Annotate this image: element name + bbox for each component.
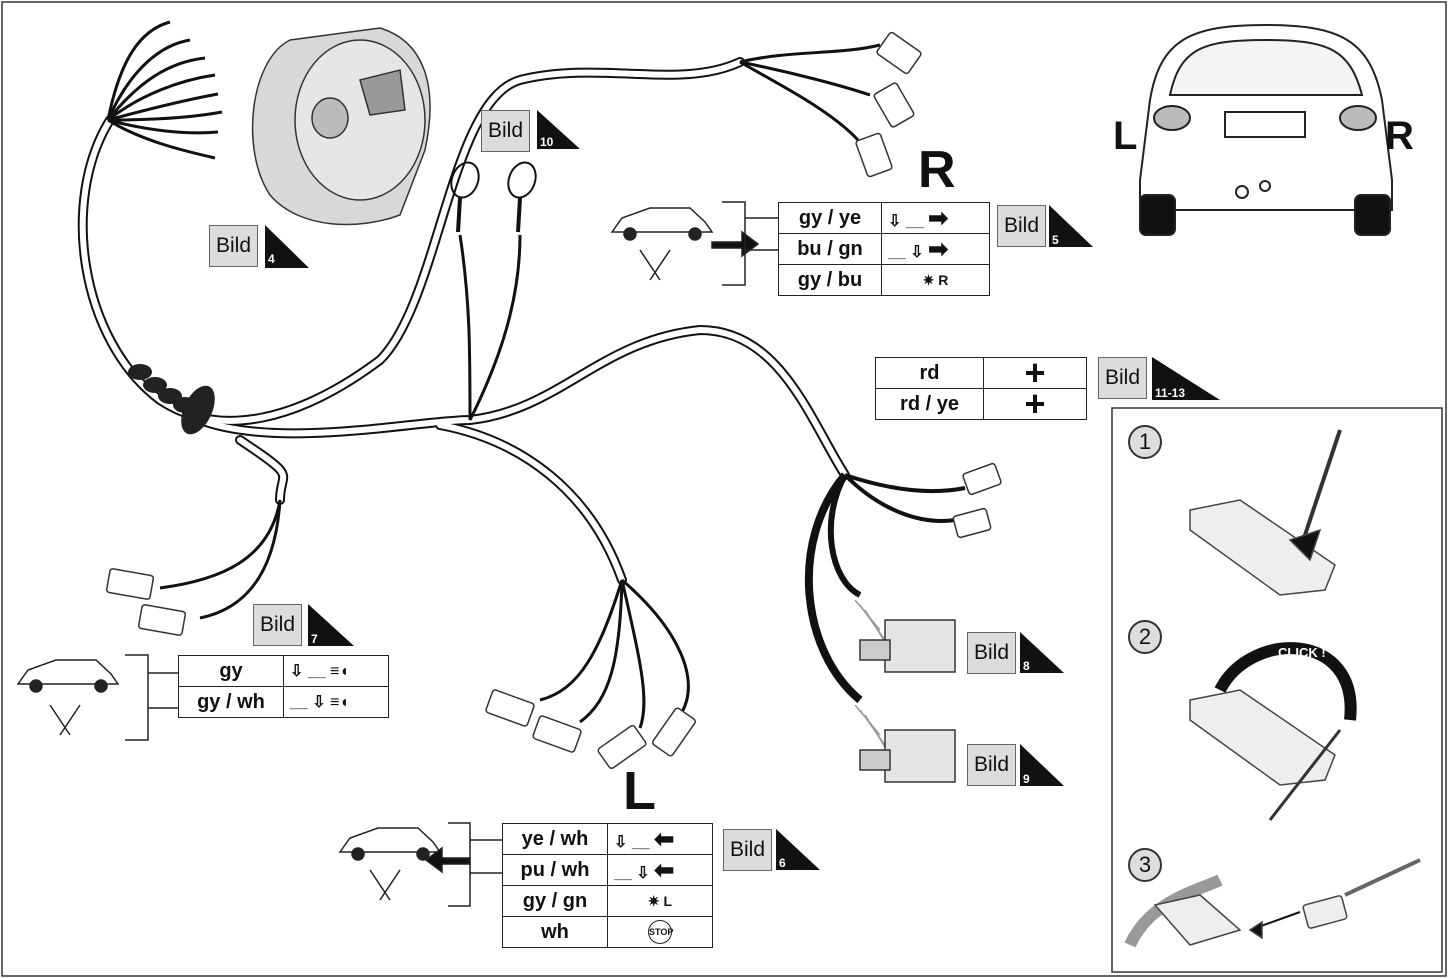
ground-ring-terminals [450,161,537,421]
connector-inset-box [1111,407,1443,973]
car-side-icon-fog [16,659,120,736]
connector-step-2 [1189,642,1357,821]
car-rear-view [1139,23,1393,236]
fog-wire-table: gy ⇩ __ ≡◖ gy / wh __ ⇩ ≡◖ [178,655,389,718]
table-row: rd / ye + [875,386,1087,422]
bild-number-4: 4 [268,252,275,266]
left-table-label: L [623,761,656,821]
plus-icon: + [983,355,1087,391]
step-number-1: 1 [1128,425,1162,459]
bild-label-7: Bild [253,604,303,646]
wire-color-cell: wh [502,916,608,948]
left-light-icon: ✷ L [607,885,713,917]
bild-number-5: 5 [1052,233,1059,247]
bild-number-11-13: 11-13 [1155,386,1186,400]
wire-color-cell: gy [178,655,284,687]
fog-light-icon: ⇩ __ ≡◖ [283,655,389,687]
plus-icon: + [983,386,1087,422]
wire-color-cell: gy / wh [178,686,284,718]
wire-color-cell: rd [875,357,984,389]
right-lower-branch [804,472,966,704]
multipin-connector-8 [854,599,956,673]
bild-number-10: 10 [540,135,554,149]
wire-color-cell: gy / ye [778,202,882,234]
table-row: bu / gn __ ⇩ ➡ [778,233,990,265]
bild-label-11-13: Bild [1098,357,1148,399]
wire-fan [106,20,223,160]
bild-number-6: 6 [779,856,786,870]
right-light-plugs [739,43,881,142]
table-row: gy / bu ✷ R [778,264,990,296]
left-side-label: L [1113,114,1138,158]
step-number-3: 3 [1128,848,1162,882]
left-light-wire-table: ye / wh ⇩ __ ⬅ pu / wh __ ⇩ ⬅ gy / gn ✷ … [502,823,713,948]
wire-color-cell: gy / gn [502,885,608,917]
connector-step-3 [1124,858,1421,948]
table-row: gy / gn ✷ L [502,885,713,917]
socket-13pin [251,27,431,226]
power-wire-table: rd + rd / ye + [875,355,1087,422]
wire-color-cell: pu / wh [502,854,608,886]
wire-color-cell: rd / ye [875,388,984,420]
bild-number-8: 8 [1023,659,1030,673]
table-row: ye / wh ⇩ __ ⬅ [502,823,713,855]
table-row: gy / wh __ ⇩ ≡◖ [178,686,389,718]
right-side-label: R [1385,114,1414,158]
fog-light-icon: __ ⇩ ≡◖ [283,686,389,718]
bild-number-7: 7 [311,632,318,646]
bild-label-9: Bild [967,744,1017,786]
bild-number-9: 9 [1023,772,1030,786]
flat-plug [855,31,922,178]
reverse-light-icon: ✷ R [881,264,990,296]
wire-color-cell: ye / wh [502,823,608,855]
click-label: CLICK ! [1278,645,1326,660]
fog-plugs [159,499,282,620]
stop-light-icon: STOP [607,916,713,948]
grommet [128,364,215,435]
left-light-plugs [539,578,690,729]
indicator-right-icon: __ ⇩ ➡ [881,233,990,265]
bild-label-6: Bild [723,829,773,871]
car-side-icon [610,207,760,281]
indicator-left-icon: ⇩ __ ⬅ [607,823,713,855]
indicator-left-icon: __ ⇩ ⬅ [607,854,713,886]
bild-label-5: Bild [997,205,1047,247]
harness-cables [77,57,850,585]
bild-label-10: Bild [481,110,531,152]
table-row: pu / wh __ ⇩ ⬅ [502,854,713,886]
car-side-icon-left [338,827,471,901]
table-row: gy / ye ⇩ __ ➡ [778,202,990,234]
indicator-right-icon: ⇩ __ ➡ [881,202,990,234]
wire-color-cell: gy / bu [778,264,882,296]
multipin-connector-9 [854,704,956,783]
table-row: wh STOP [502,916,713,948]
step-number-2: 2 [1128,620,1162,654]
bild-label-4: Bild [209,225,259,267]
right-table-label: R [918,141,956,199]
connector-step-1 [1189,429,1342,596]
right-light-wire-table: gy / ye ⇩ __ ➡ bu / gn __ ⇩ ➡ gy / bu ✷ … [778,202,990,296]
wire-color-cell: bu / gn [778,233,882,265]
table-row: rd + [875,355,1087,391]
table-row: gy ⇩ __ ≡◖ [178,655,389,687]
bild-label-8: Bild [967,632,1017,674]
